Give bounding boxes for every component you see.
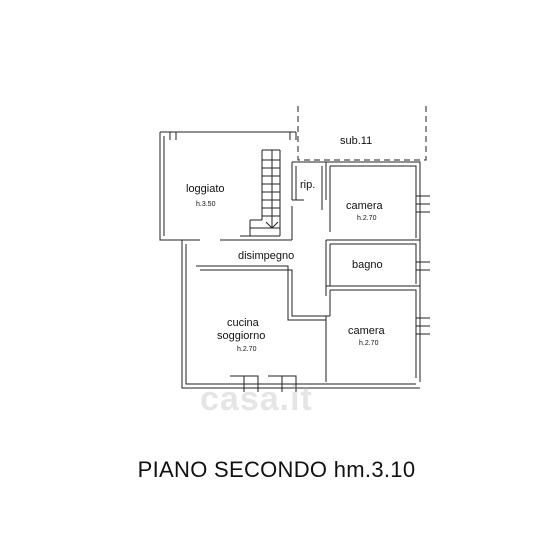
window-5: [268, 375, 297, 392]
soggiorno-label: soggiorno: [217, 330, 265, 342]
cucina-height: h.2.70: [237, 346, 257, 353]
disimpegno-walls: [196, 265, 330, 321]
bagno-walls: [325, 239, 421, 296]
camera-1-height: h.2.70: [357, 215, 377, 222]
camera-2-label: camera: [348, 325, 386, 337]
window-1: [416, 195, 430, 213]
loggiato-label: loggiato: [186, 183, 225, 195]
loggiato-height: h.3.50: [196, 201, 216, 208]
window-4: [230, 375, 259, 392]
camera-1-label: camera: [346, 200, 384, 212]
watermark: casa.it: [200, 380, 313, 418]
camera-2-height: h.2.70: [359, 340, 379, 347]
rip-label: rip.: [300, 179, 315, 191]
sub11-outline: [297, 106, 427, 161]
plan-caption: PIANO SECONDO hm.3.10: [137, 457, 416, 482]
staircase: [240, 149, 281, 237]
rip-walls: [291, 161, 326, 210]
camera-2-walls: [325, 285, 421, 382]
sub11-label: sub.11: [340, 135, 372, 147]
loggiato-walls: [159, 131, 297, 241]
cucina-label: cucina: [227, 317, 260, 329]
disimpegno-label: disimpegno: [238, 250, 294, 262]
window-3: [416, 317, 430, 335]
camera-1-walls: [325, 161, 421, 244]
outer-walls: [181, 206, 420, 389]
window-2: [416, 261, 430, 271]
bagno-label: bagno: [352, 259, 383, 271]
